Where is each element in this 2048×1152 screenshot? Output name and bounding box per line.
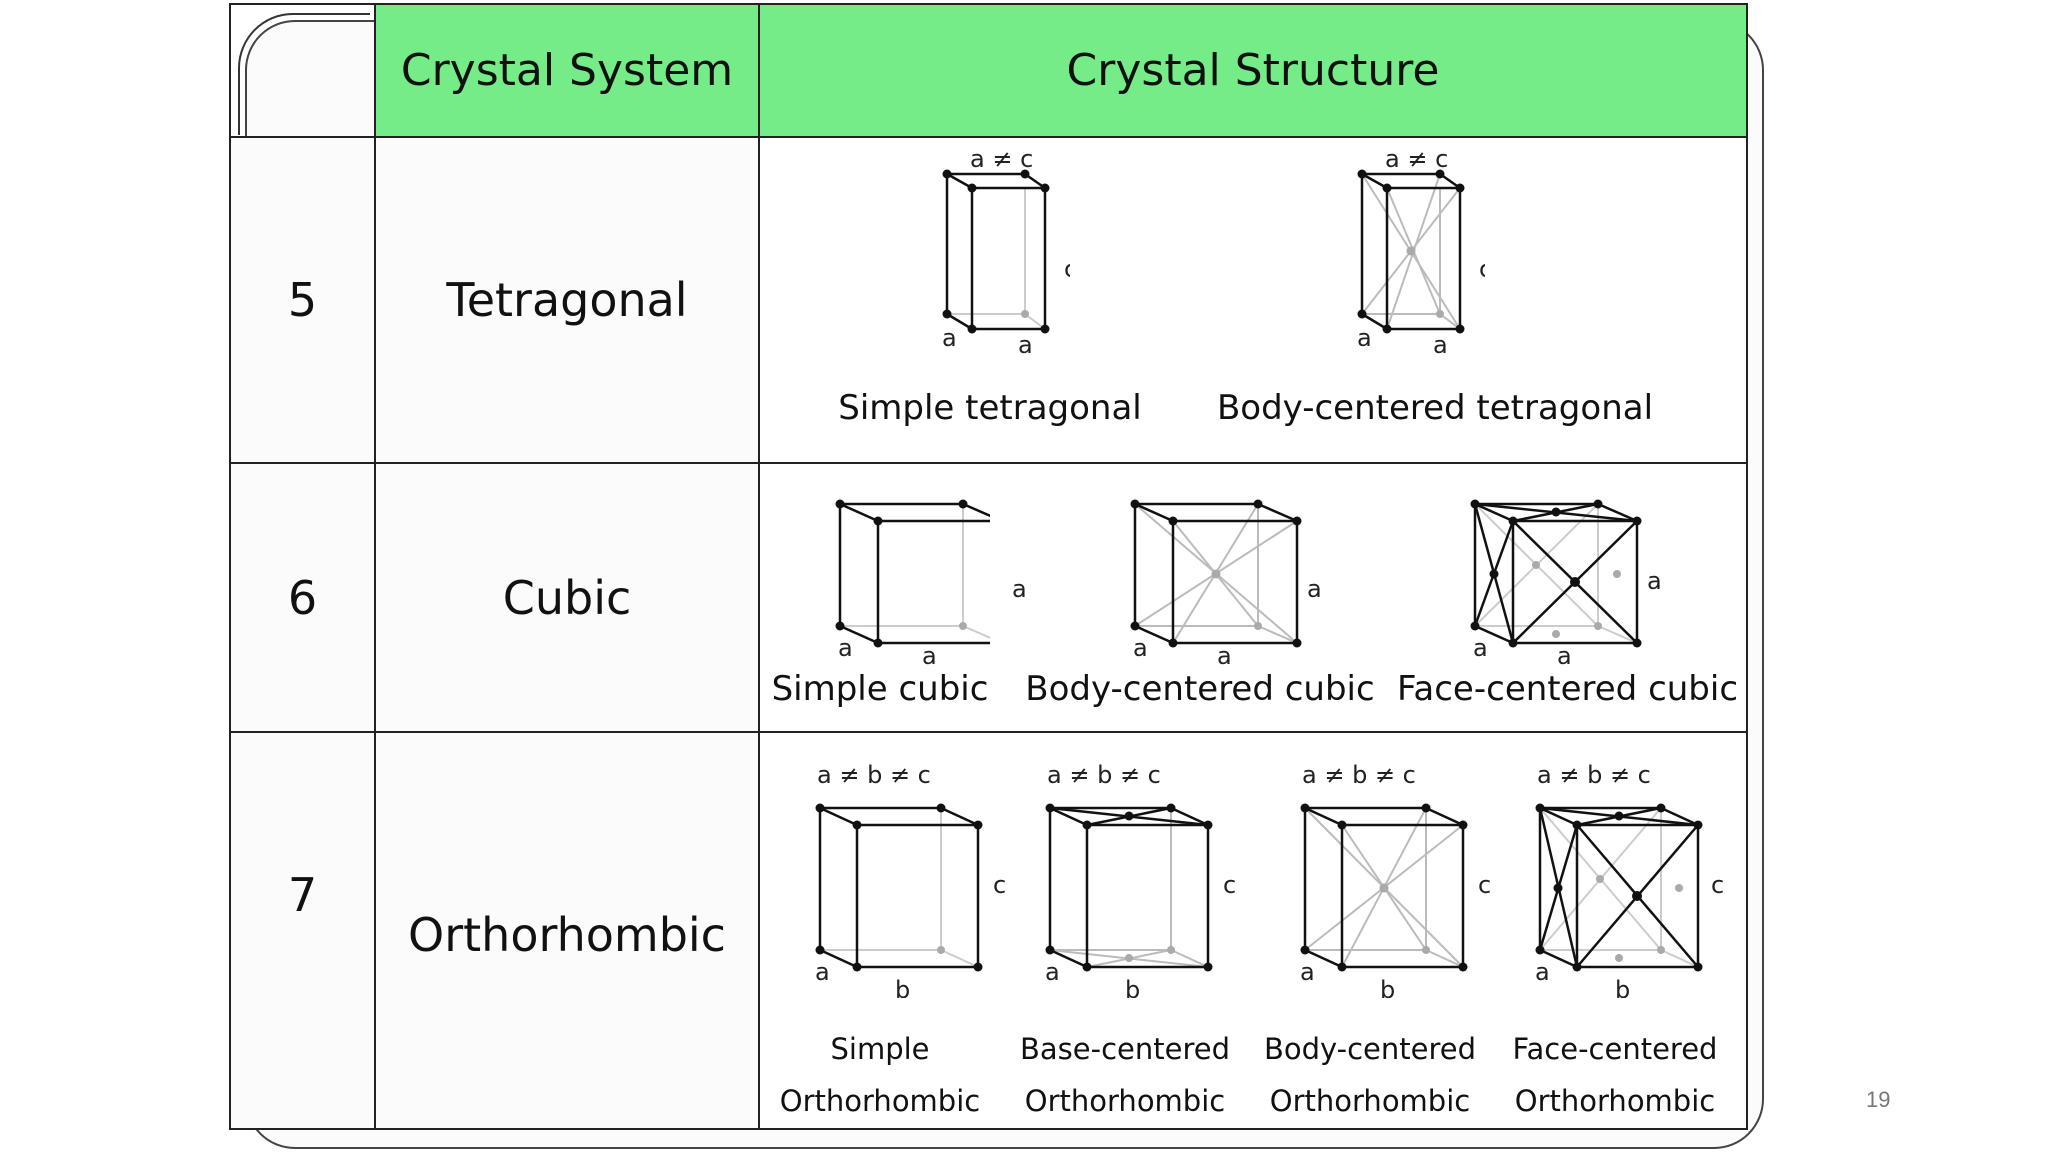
axis-label: b xyxy=(1380,976,1395,998)
axis-label: a xyxy=(1433,331,1448,359)
table-row: 7 Orthorhombic a ≠ b ≠ c xyxy=(229,731,1748,1130)
corner-cell xyxy=(229,3,376,138)
crystal-structure-cell: a ≠ c a a c Simple tetragonal xyxy=(758,136,1748,464)
axis-label: c xyxy=(1479,255,1485,283)
axis-label: a xyxy=(1045,958,1060,986)
axis-label: a xyxy=(815,958,830,986)
crystal-table: Crystal System Crystal Structure 5 Tetra… xyxy=(229,3,1748,1130)
header-crystal-structure: Crystal Structure xyxy=(758,3,1748,138)
axis-label: a xyxy=(1473,634,1488,662)
axis-label: b xyxy=(895,976,910,998)
lattice-name-line1: Body-centered xyxy=(1263,1032,1477,1066)
body-centered-cubic-diagram: a a a xyxy=(1130,499,1322,670)
simple-cubic-labels: a a a xyxy=(838,575,1027,670)
relation-label: a ≠ b ≠ c xyxy=(1537,761,1651,789)
lattice-name: Simple cubic xyxy=(771,669,989,709)
body-centered-tetragonal-diagram: a ≠ c a a c xyxy=(1357,146,1485,359)
lattice-name-line2: Orthorhombic xyxy=(1024,1084,1226,1118)
lattice-name-line1: Base-centered xyxy=(1020,1032,1230,1066)
header-row: Crystal System Crystal Structure xyxy=(229,3,1748,138)
axis-label: a xyxy=(1557,642,1572,670)
lattice-name: Face-centered Orthorhombic xyxy=(1500,1023,1730,1127)
axis-label: a xyxy=(1133,634,1148,662)
relation-label: a ≠ b ≠ c xyxy=(1302,761,1416,789)
lattice-name-line2: Orthorhombic xyxy=(779,1084,981,1118)
axis-label: a xyxy=(1535,958,1550,986)
axis-label: b xyxy=(1125,976,1140,998)
relation-label: a ≠ b ≠ c xyxy=(1047,761,1161,789)
axis-label: c xyxy=(993,871,1005,899)
axis-label: a xyxy=(1357,324,1372,352)
lattice-name: Body-centered tetragonal xyxy=(1216,388,1654,428)
axis-label: a xyxy=(1647,567,1662,595)
relation-label: a ≠ b ≠ c xyxy=(817,761,931,789)
lattice-name: Body-centered cubic xyxy=(1025,669,1375,709)
axis-label: c xyxy=(1223,871,1235,899)
axis-label: a xyxy=(922,642,937,670)
base-centered-orthorhombic-diagram: a ≠ b ≠ c a b c xyxy=(1045,761,1235,998)
row-number: 5 xyxy=(229,136,376,464)
crystal-system-name: Cubic xyxy=(374,462,760,733)
simple-tetragonal-diagram: a ≠ c a a c xyxy=(942,146,1070,359)
lattice-name-line2: Orthorhombic xyxy=(1514,1084,1716,1118)
relation-label: a ≠ c xyxy=(970,146,1033,173)
axis-label: b xyxy=(1615,976,1630,998)
axis-label: a xyxy=(1217,642,1232,670)
row-number: 6 xyxy=(229,462,376,733)
face-centered-orthorhombic-diagram: a ≠ b ≠ c a b c xyxy=(1535,761,1724,998)
relation-label: a ≠ c xyxy=(1385,146,1448,173)
simple-cubic-diagram xyxy=(835,499,990,648)
header-crystal-system: Crystal System xyxy=(374,3,760,138)
axis-label: c xyxy=(1064,255,1070,283)
crystal-system-name: Tetragonal xyxy=(374,136,760,464)
body-centered-orthorhombic-diagram: a ≠ b ≠ c a b c xyxy=(1300,761,1490,998)
axis-label: a xyxy=(1307,575,1322,603)
lattice-name-line1: Face-centered xyxy=(1512,1032,1718,1066)
crystal-structure-cell: a ≠ b ≠ c a b c Simple Orthorhombic xyxy=(758,731,1748,1130)
axis-label: a xyxy=(1300,958,1315,986)
crystal-structure-cell: a a a Simple cubic xyxy=(758,462,1748,733)
axis-label: a xyxy=(942,324,957,352)
axis-label: c xyxy=(1478,871,1490,899)
crystal-system-name: Orthorhombic xyxy=(374,731,760,1130)
axis-label: a xyxy=(838,634,853,662)
lattice-name: Simple tetragonal xyxy=(838,388,1142,428)
axis-label: a xyxy=(1018,331,1033,359)
axis-label: a xyxy=(1012,575,1027,603)
lattice-name: Body-centered Orthorhombic xyxy=(1255,1023,1485,1127)
page-number: 19 xyxy=(1866,1087,1891,1112)
lattice-name-line1: Simple xyxy=(830,1032,930,1066)
lattice-name: Simple Orthorhombic xyxy=(770,1023,990,1127)
table-row: 6 Cubic a xyxy=(229,462,1748,733)
lattice-name-line2: Orthorhombic xyxy=(1269,1084,1471,1118)
lattice-name: Base-centered Orthorhombic xyxy=(1010,1023,1240,1127)
table-row: 5 Tetragonal a ≠ c a xyxy=(229,136,1748,464)
axis-label: c xyxy=(1711,871,1724,899)
lattice-name: Face-centered cubic xyxy=(1396,669,1739,709)
face-centered-cubic-diagram: a a a xyxy=(1470,499,1662,670)
simple-orthorhombic-diagram: a ≠ b ≠ c a b c xyxy=(815,761,1005,998)
row-number: 7 xyxy=(229,731,376,1130)
